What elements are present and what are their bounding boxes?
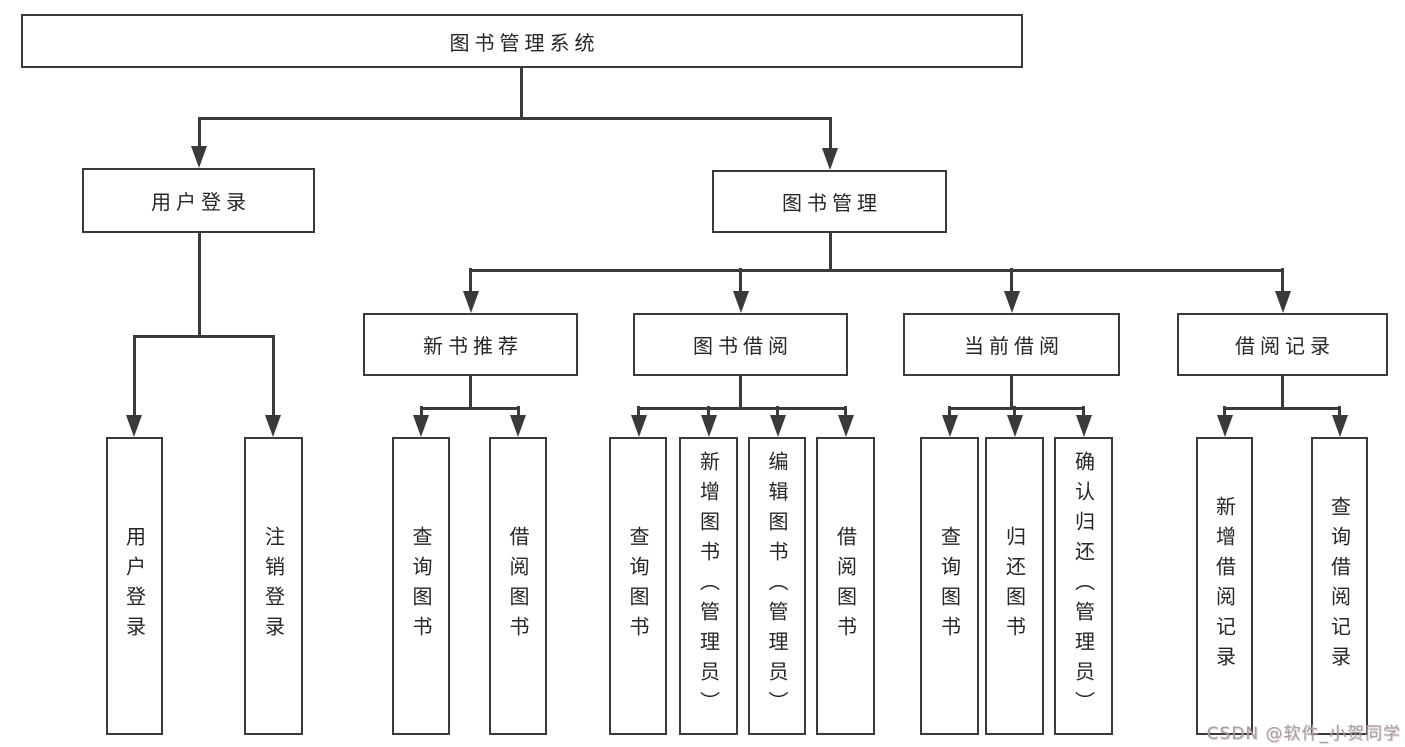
- connector-line-vertical: [1010, 376, 1013, 410]
- connector-line-horizontal: [1223, 406, 1341, 410]
- leaf-add-book-admin-label: 新增图书（管理员）: [696, 451, 721, 721]
- connector-line-vertical: [707, 406, 710, 421]
- connector-line-vertical: [1281, 268, 1284, 297]
- arrowhead-down-icon: [837, 415, 854, 437]
- node-borrowing-records: 借阅记录: [1177, 313, 1388, 376]
- arrowhead-down-icon: [462, 291, 479, 313]
- leaf-user-login-label: 用户登录: [122, 526, 147, 646]
- connector-line-vertical: [1013, 406, 1016, 421]
- arrowhead-down-icon: [769, 415, 786, 437]
- connector-line-vertical: [739, 376, 742, 410]
- node-new-book-recommend-label: 新书推荐: [423, 334, 523, 358]
- arrowhead-down-icon: [1075, 415, 1092, 437]
- leaf-search-books-3-label: 查询图书: [937, 526, 962, 646]
- connector-line-vertical: [828, 117, 832, 155]
- arrowhead-down-icon: [1006, 415, 1023, 437]
- leaf-borrow-books-1-label: 借阅图书: [506, 526, 530, 646]
- watermark: CSDN @软件_小贺同学: [1206, 724, 1401, 744]
- connector-line-vertical: [469, 268, 472, 297]
- leaf-logout-label: 注销登录: [261, 526, 286, 646]
- node-book-management-label: 图书管理: [782, 191, 882, 215]
- leaf-add-borrow-record-label: 新增借阅记录: [1212, 496, 1237, 676]
- node-borrowing-records-label: 借阅记录: [1235, 334, 1335, 358]
- connector-line-vertical: [776, 406, 779, 421]
- arrowhead-down-icon: [822, 148, 838, 170]
- connector-line-horizontal: [132, 334, 275, 338]
- connector-line-horizontal: [469, 268, 1284, 272]
- connector-line-vertical: [948, 406, 951, 421]
- node-root-label: 图书管理系统: [449, 30, 600, 55]
- arrowhead-down-icon: [191, 146, 207, 168]
- connector-line-vertical: [516, 406, 520, 421]
- connector-line-vertical: [637, 406, 640, 421]
- arrowhead-down-icon: [413, 415, 429, 437]
- connector-line-vertical: [197, 117, 201, 153]
- arrowhead-down-icon: [1331, 415, 1348, 437]
- leaf-user-login: 用户登录: [106, 437, 163, 735]
- connector-line-vertical: [469, 376, 472, 410]
- leaf-return-book-label: 归还图书: [1002, 526, 1027, 646]
- connector-line-vertical: [1010, 268, 1013, 297]
- leaf-search-books-3: 查询图书: [920, 437, 979, 735]
- arrowhead-down-icon: [126, 415, 142, 437]
- node-new-book-recommend: 新书推荐: [363, 313, 578, 376]
- node-book-borrowing-label: 图书借阅: [693, 334, 793, 358]
- connector-line-vertical: [271, 335, 275, 421]
- leaf-logout: 注销登录: [244, 437, 303, 735]
- connector-line-vertical: [739, 268, 742, 297]
- arrowhead-down-icon: [1216, 415, 1233, 437]
- connector-line-vertical: [828, 233, 832, 272]
- arrowhead-down-icon: [1003, 291, 1020, 313]
- connector-line-vertical: [197, 233, 201, 338]
- leaf-borrow-books-2-label: 借阅图书: [833, 526, 858, 646]
- leaf-search-books-1: 查询图书: [392, 437, 450, 735]
- leaf-search-books-2: 查询图书: [609, 437, 667, 735]
- connector-line-horizontal: [637, 406, 847, 410]
- node-book-management: 图书管理: [712, 170, 947, 233]
- arrowhead-down-icon: [1274, 291, 1291, 313]
- node-root: 图书管理系统: [21, 14, 1023, 68]
- leaf-add-book-admin: 新增图书（管理员）: [679, 437, 738, 735]
- leaf-borrow-books-1: 借阅图书: [489, 437, 547, 735]
- connector-line-vertical: [844, 406, 847, 421]
- leaf-confirm-return-admin: 确认归还（管理员）: [1054, 437, 1113, 735]
- leaf-return-book: 归还图书: [985, 437, 1044, 735]
- leaf-search-books-2-label: 查询图书: [626, 526, 650, 646]
- arrowhead-down-icon: [700, 415, 717, 437]
- connector-line-vertical: [419, 406, 423, 421]
- connector-line-vertical: [132, 335, 136, 421]
- arrowhead-down-icon: [265, 415, 281, 437]
- connector-line-horizontal: [197, 116, 832, 120]
- connector-line-horizontal: [948, 406, 1085, 410]
- node-current-borrowing: 当前借阅: [903, 313, 1120, 376]
- node-current-borrowing-label: 当前借阅: [964, 334, 1064, 358]
- connector-line-vertical: [519, 68, 523, 120]
- connector-line-vertical: [1281, 376, 1284, 410]
- leaf-search-borrow-record: 查询借阅记录: [1311, 437, 1368, 735]
- leaf-confirm-return-admin-label: 确认归还（管理员）: [1071, 451, 1096, 721]
- leaf-search-books-1-label: 查询图书: [409, 526, 433, 646]
- node-user-login: 用户登录: [82, 168, 315, 233]
- leaf-add-borrow-record: 新增借阅记录: [1196, 437, 1253, 735]
- leaf-edit-book-admin: 编辑图书（管理员）: [748, 437, 806, 735]
- connector-line-horizontal: [419, 406, 520, 410]
- arrowhead-down-icon: [732, 291, 749, 313]
- leaf-search-borrow-record-label: 查询借阅记录: [1327, 496, 1352, 676]
- leaf-borrow-books-2: 借阅图书: [816, 437, 875, 735]
- node-user-login-label: 用户登录: [151, 190, 251, 214]
- arrowhead-down-icon: [630, 415, 647, 437]
- arrowhead-down-icon: [941, 415, 958, 437]
- node-book-borrowing: 图书借阅: [633, 313, 848, 376]
- connector-line-vertical: [1223, 406, 1226, 421]
- connector-line-vertical: [1338, 406, 1341, 421]
- connector-line-vertical: [1082, 406, 1085, 421]
- leaf-edit-book-admin-label: 编辑图书（管理员）: [765, 451, 789, 721]
- arrowhead-down-icon: [510, 415, 526, 437]
